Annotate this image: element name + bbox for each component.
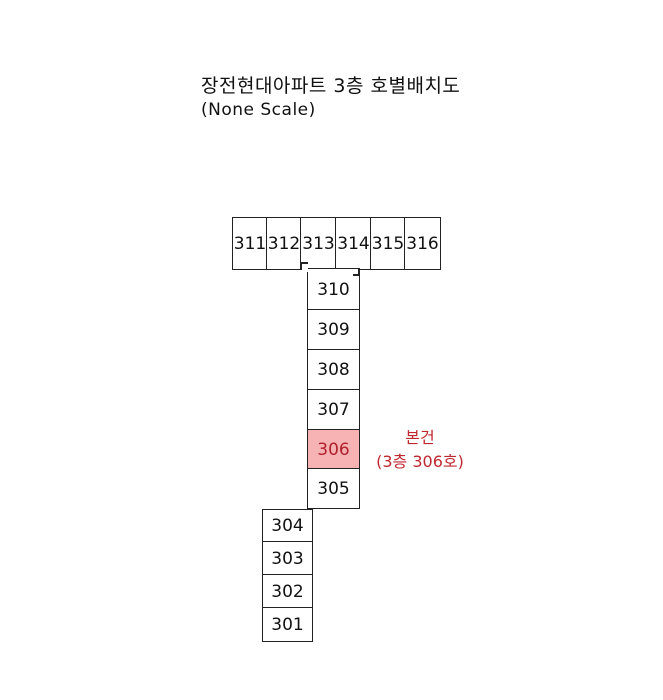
unit-307: 307 [307, 389, 360, 431]
junction-edge [353, 274, 360, 276]
unit-316: 316 [404, 217, 441, 270]
junction-notch-right [351, 269, 359, 274]
junction-edge [358, 268, 360, 275]
unit-305: 305 [307, 468, 360, 509]
unit-309: 309 [307, 309, 360, 351]
subject-note-detail: (3층 306호) [376, 452, 464, 471]
subject-note: 본건 (3층 306호) [365, 426, 475, 474]
unit-304: 304 [262, 509, 313, 543]
junction-edge [300, 262, 308, 264]
junction-notch-left [302, 262, 308, 272]
unit-308: 308 [307, 349, 360, 391]
unit-311: 311 [232, 217, 268, 270]
unit-312: 312 [266, 217, 302, 270]
junction-edge [300, 262, 302, 270]
unit-303: 303 [262, 541, 313, 576]
diagram-title: 장전현대아파트 3층 호별배치도 [201, 75, 461, 97]
unit-306-subject: 306 [307, 429, 360, 470]
diagram-subtitle: (None Scale) [201, 100, 316, 120]
unit-313: 313 [300, 217, 337, 270]
unit-301: 301 [262, 607, 313, 642]
unit-302: 302 [262, 574, 313, 609]
subject-note-label: 본건 [405, 428, 435, 447]
unit-315: 315 [370, 217, 406, 270]
unit-314: 314 [335, 217, 372, 270]
